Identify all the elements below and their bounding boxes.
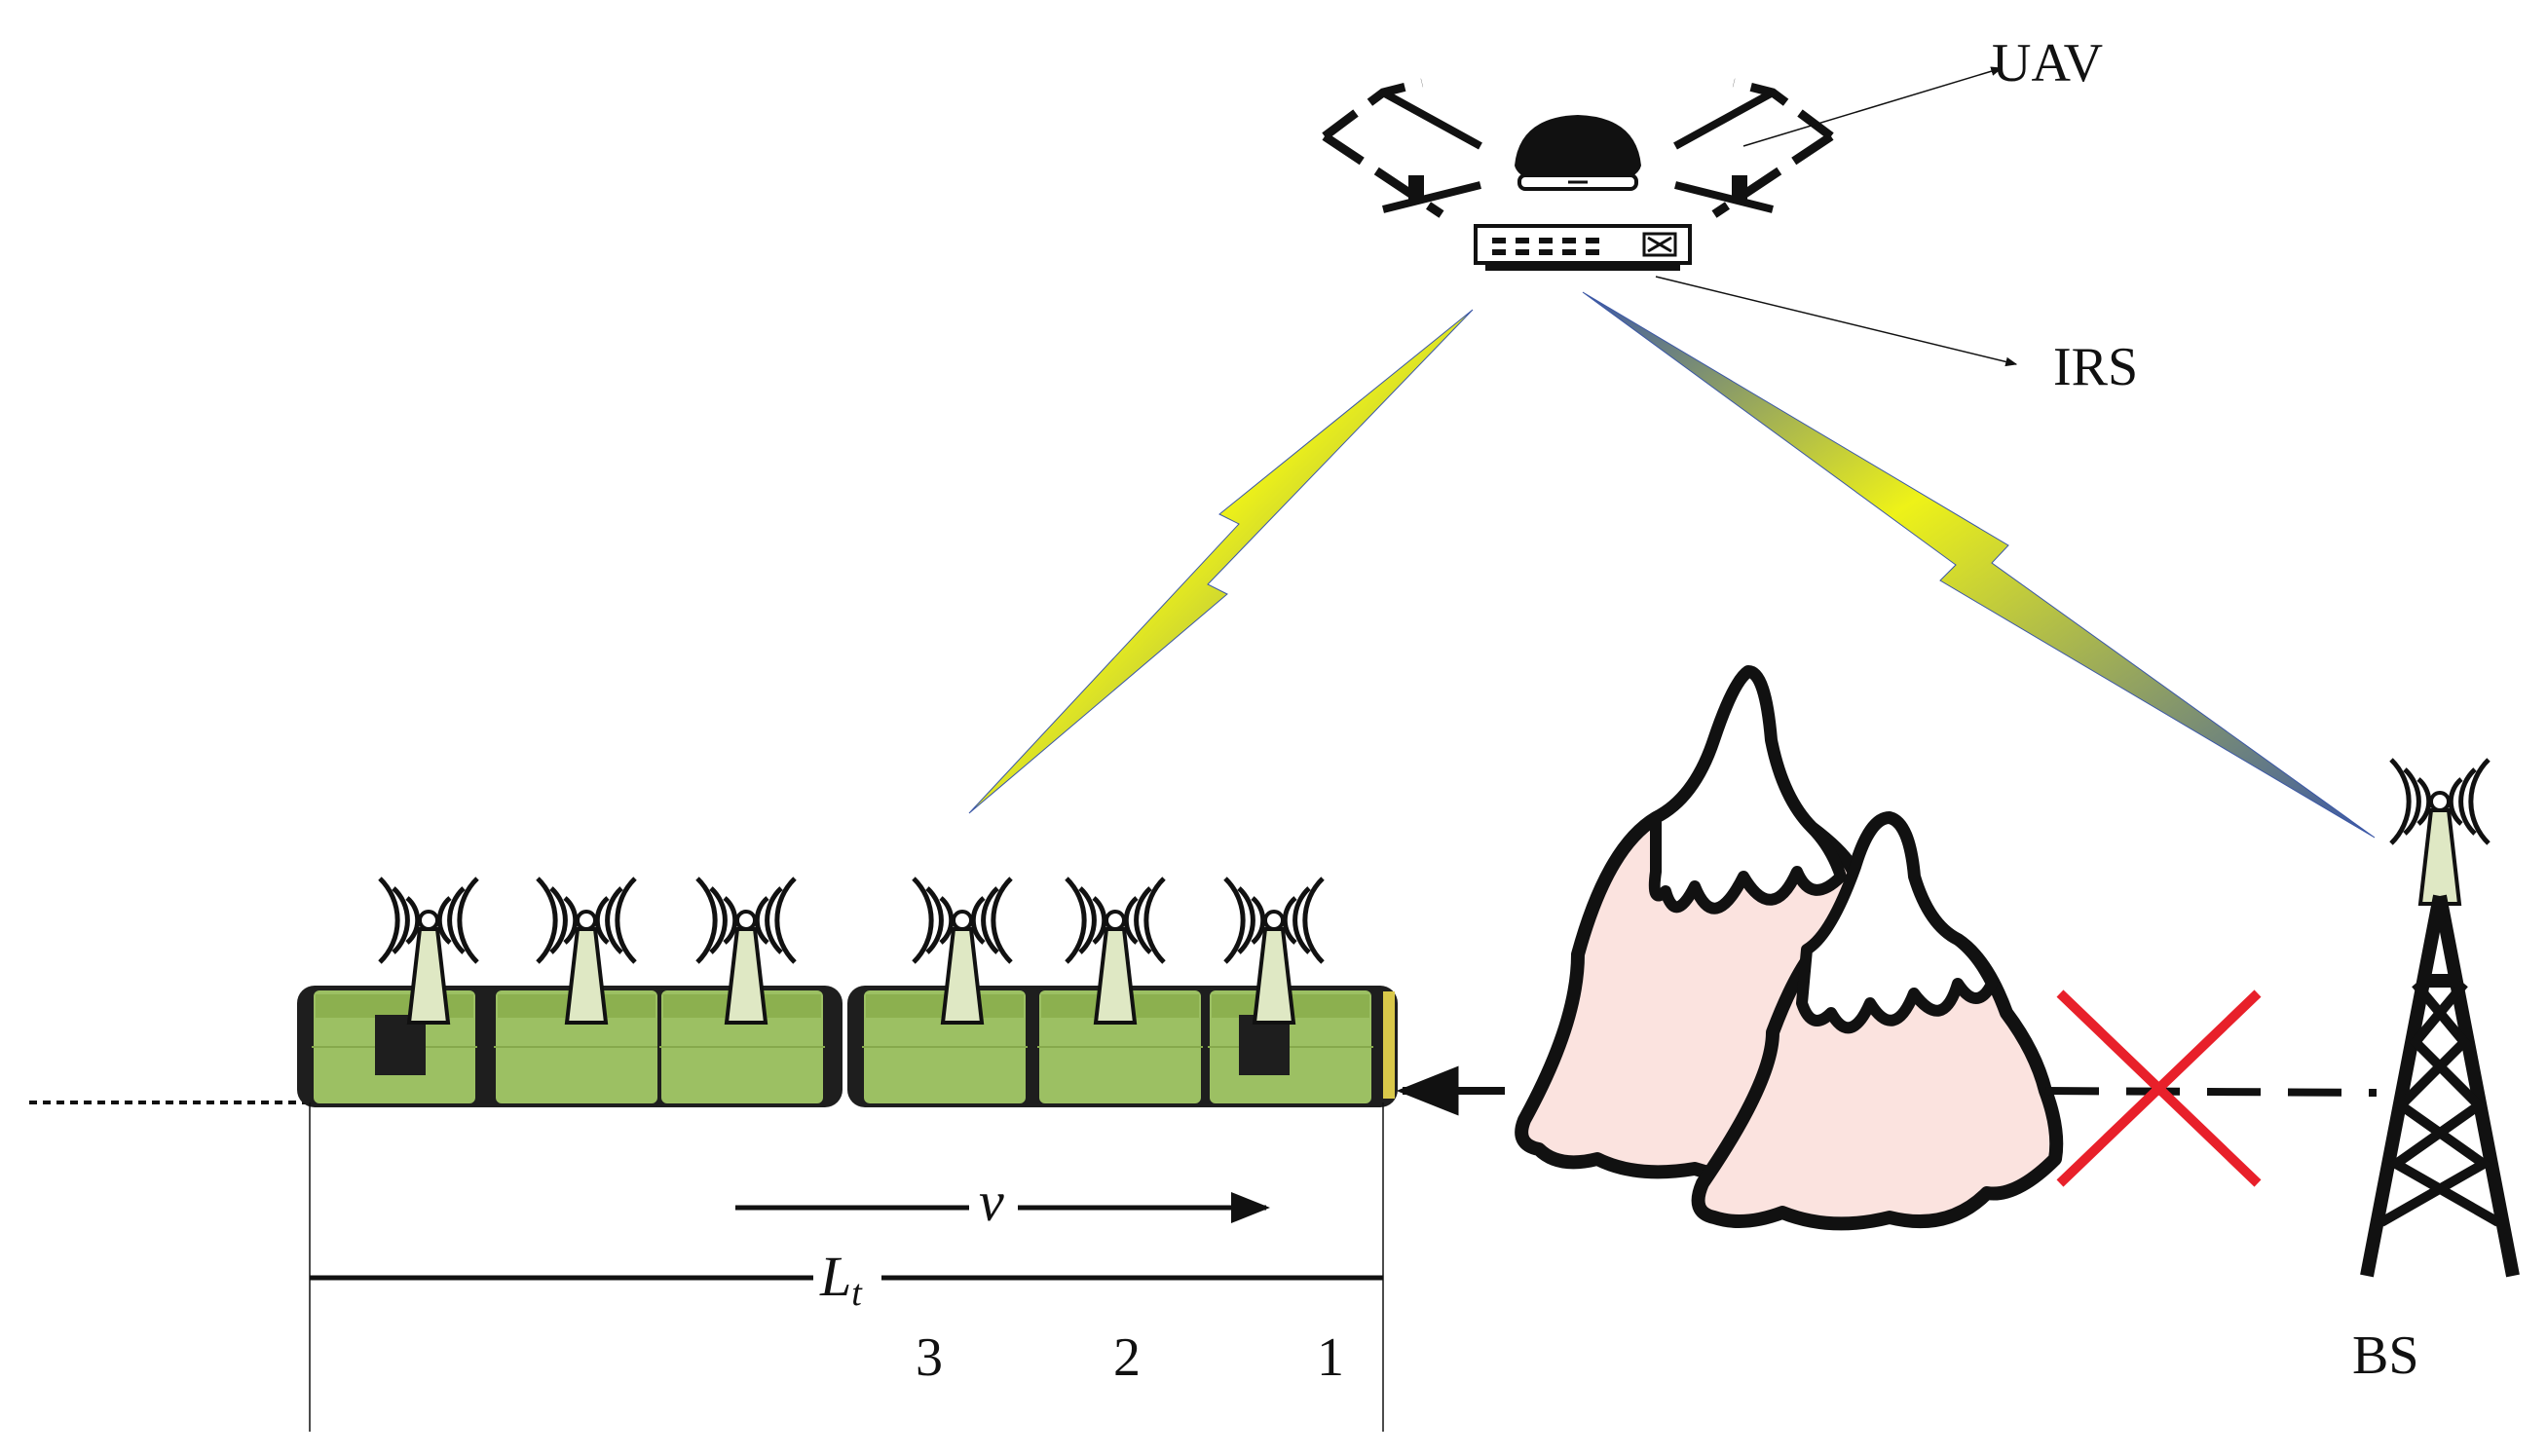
irs-pointer-line xyxy=(1655,276,2018,367)
uav-label: UAV xyxy=(1992,33,2103,93)
bs-label: BS xyxy=(2352,1325,2419,1386)
train-length-label: Lt xyxy=(819,1245,863,1314)
uav-pointer-line xyxy=(1742,66,2004,147)
uav-to-train-link xyxy=(968,309,1474,814)
cell-tower-icon xyxy=(2360,760,2520,1278)
cross-icon xyxy=(2056,989,2262,1187)
blocked-direct-link xyxy=(2044,1087,2378,1097)
car-number-1: 1 xyxy=(1317,1327,1344,1388)
velocity-label: v xyxy=(979,1170,1004,1233)
bs-to-uav-link xyxy=(1582,291,2376,839)
reflecting-surface-icon xyxy=(1474,224,1692,271)
train xyxy=(297,986,1398,1107)
car-number-3: 3 xyxy=(916,1327,943,1388)
drone-icon xyxy=(1322,78,1834,218)
car-number-2: 2 xyxy=(1113,1327,1141,1388)
mountain-icon xyxy=(1515,665,2064,1231)
irs-label: IRS xyxy=(2053,337,2138,397)
